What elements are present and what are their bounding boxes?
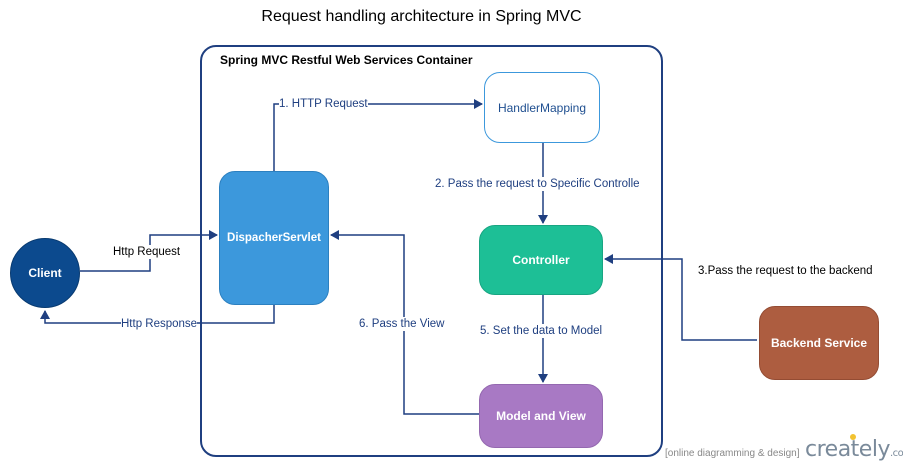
footer-tagline: [online diagramming & design] xyxy=(665,448,800,459)
label-step1: 1. HTTP Request xyxy=(279,97,368,111)
edge-step1 xyxy=(273,99,483,171)
edge-step3 xyxy=(604,254,757,341)
creately-logo: creately.com xyxy=(805,437,903,462)
controller-node: Controller xyxy=(479,225,603,295)
label-http-request: Http Request xyxy=(113,245,181,259)
label-http-response: Http Response xyxy=(121,317,198,331)
diagram-title: Request handling architecture in Spring … xyxy=(261,8,582,25)
container-title: Spring MVC Restful Web Services Containe… xyxy=(220,53,473,67)
spring-mvc-container xyxy=(200,45,663,457)
lightbulb-icon xyxy=(850,434,856,440)
label-step6: 6. Pass the View xyxy=(359,317,445,331)
client-node: Client xyxy=(10,238,80,308)
label-step2: 2. Pass the request to Specific Controll… xyxy=(435,177,640,191)
label-step3: 3.Pass the request to the backend xyxy=(698,264,873,278)
backend-service-node: Backend Service xyxy=(759,306,879,380)
label-step5: 5. Set the data to Model xyxy=(480,324,603,338)
brand-suffix: .com xyxy=(889,448,903,459)
brand-name: creately xyxy=(805,437,890,462)
handler-mapping-node: HandlerMapping xyxy=(484,72,600,143)
dispatcher-servlet-node: DispacherServlet xyxy=(219,171,329,305)
model-and-view-node: Model and View xyxy=(479,384,603,448)
